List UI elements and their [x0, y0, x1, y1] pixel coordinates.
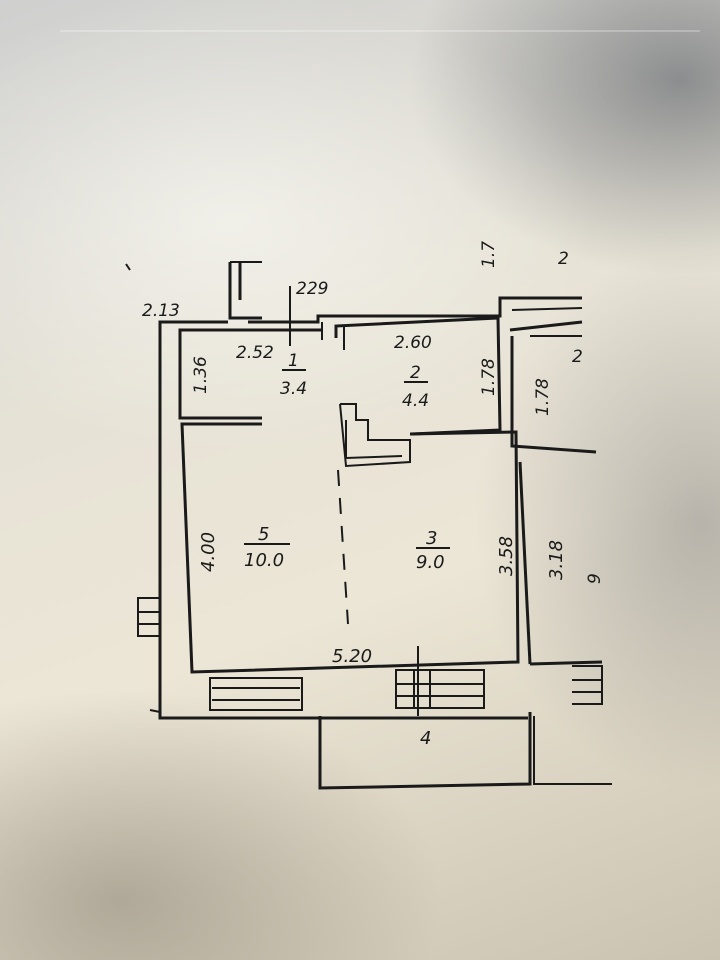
- dim-adjacent-height: 1.78: [533, 378, 553, 416]
- room3-number: 3: [426, 528, 437, 549]
- room1-wall: [178, 328, 322, 420]
- room1-number: 1: [288, 351, 299, 371]
- shaft-inner: [345, 420, 403, 460]
- room2-area: 4.4: [402, 391, 429, 411]
- partial-mark-middle: 2: [572, 347, 583, 367]
- right-inner-wall: [518, 461, 532, 665]
- neighbour-top-wall: [511, 307, 583, 311]
- entry-wall-stub: [228, 262, 262, 320]
- dim-room1-height: 1.36: [191, 356, 211, 394]
- shaft-outline: [339, 403, 411, 468]
- dim-top-right-partial: 1.7: [479, 241, 499, 268]
- window-left: [209, 677, 303, 711]
- window-side-left: [137, 597, 160, 637]
- balcony-number: 4: [420, 728, 431, 749]
- room-divider-dashed: [337, 469, 349, 625]
- corner-tick: [125, 263, 131, 271]
- right-bottom-wall: [529, 660, 603, 666]
- dim-room2-width: 2.60: [394, 333, 432, 353]
- room2-number: 2: [410, 363, 421, 383]
- top-wall: [248, 296, 582, 324]
- room5-number: 5: [258, 524, 269, 545]
- dim-adjacent-lower-height: 3.18: [546, 540, 567, 580]
- outer-wall-left: [158, 320, 528, 720]
- room3-area: 9.0: [416, 552, 445, 573]
- window-side-right: [572, 665, 603, 705]
- room5-wall: [180, 422, 520, 674]
- dim-room1-width: 2.52: [236, 343, 274, 363]
- dim-room2-height: 1.78: [479, 358, 499, 396]
- partial-mark-top: 2: [558, 249, 569, 269]
- dim-adjacent-room-partial: 9: [585, 573, 605, 584]
- neighbour-balcony: [533, 716, 612, 785]
- window-right: [395, 669, 485, 709]
- room1-area: 3.4: [280, 379, 307, 399]
- right-wall: [510, 336, 597, 454]
- balcony-outline: [318, 712, 532, 790]
- bottom-left-tick: [149, 709, 161, 713]
- paper-fold: [60, 30, 700, 32]
- top-wall-right-lower: [509, 320, 583, 332]
- dim-room3-height: 3.58: [496, 536, 517, 576]
- room2-wall: [334, 316, 502, 436]
- dim-total-width: 5.20: [332, 646, 372, 667]
- dim-corridor-offset: 2.13: [142, 301, 180, 321]
- room5-area: 10.0: [244, 550, 284, 571]
- dim-top-width: 229: [296, 279, 328, 299]
- dim-room5-height: 4.00: [198, 532, 219, 572]
